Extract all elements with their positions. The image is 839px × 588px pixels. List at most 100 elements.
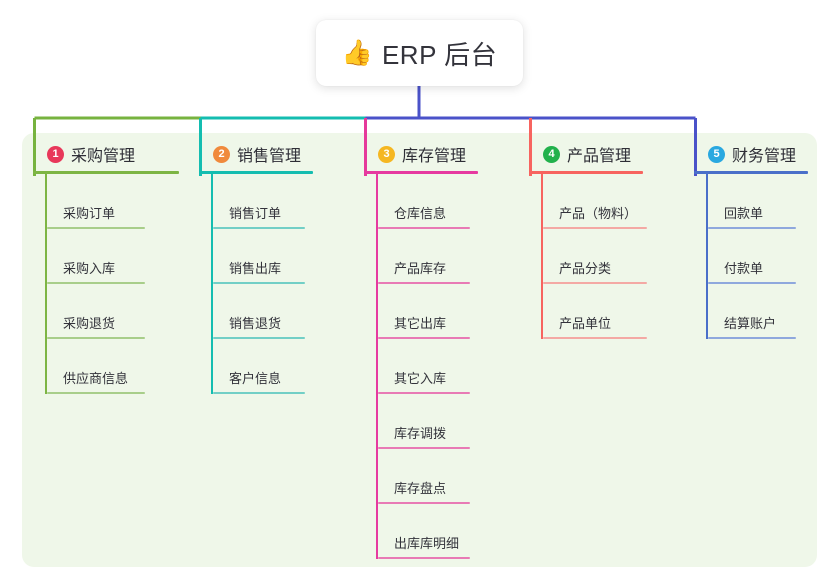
leaf-label: 供应商信息 xyxy=(63,371,129,386)
leaf-label: 其它入库 xyxy=(394,371,447,386)
leaf-item[interactable]: 产品（物料） xyxy=(543,174,647,229)
leaf-label: 采购入库 xyxy=(63,261,116,276)
column-title: 采购管理 xyxy=(71,148,136,165)
column-5: 5 财务管理回款单付款单结算账户 xyxy=(694,140,808,339)
leaf-rule xyxy=(543,227,647,229)
column-badge: 3 xyxy=(378,145,395,163)
leaf-rule xyxy=(708,282,796,284)
leaf-item[interactable]: 结算账户 xyxy=(708,284,796,339)
column-title: 库存管理 xyxy=(402,148,467,165)
leaf-label: 产品（物料） xyxy=(559,206,638,221)
leaf-label: 采购订单 xyxy=(63,206,116,221)
branch-spine xyxy=(706,174,708,339)
leaf-label: 付款单 xyxy=(724,261,764,276)
column-header[interactable]: 1 采购管理 xyxy=(33,140,179,168)
leaf-label: 仓库信息 xyxy=(394,206,447,221)
leaf-rule xyxy=(47,282,145,284)
leaf-rule xyxy=(378,502,470,504)
branch-spine xyxy=(376,174,378,559)
leaf-label: 结算账户 xyxy=(724,316,777,331)
column-header[interactable]: 5 财务管理 xyxy=(694,140,808,168)
leaf-label: 销售出库 xyxy=(229,261,282,276)
column-rule xyxy=(199,171,313,174)
leaf-rule xyxy=(378,337,470,339)
leaf-list: 采购订单采购入库采购退货供应商信息 xyxy=(33,174,179,394)
leaf-label: 产品库存 xyxy=(394,261,447,276)
column-badge: 5 xyxy=(708,145,725,163)
column-rule xyxy=(33,171,179,174)
diagram-panel xyxy=(22,133,817,567)
column-3: 3 库存管理仓库信息产品库存其它出库其它入库库存调拨库存盘点出库库明细 xyxy=(364,140,478,559)
thumbs-up-icon: 👍 xyxy=(341,38,373,67)
column-4: 4 产品管理产品（物料） 产品分类产品单位 xyxy=(529,140,647,339)
leaf-rule xyxy=(213,337,305,339)
leaf-item[interactable]: 供应商信息 xyxy=(47,339,145,394)
leaf-item[interactable]: 产品分类 xyxy=(543,229,647,284)
leaf-item[interactable]: 产品单位 xyxy=(543,284,647,339)
leaf-rule xyxy=(378,227,470,229)
column-rule xyxy=(364,171,478,174)
column-badge: 2 xyxy=(213,145,230,163)
leaf-rule xyxy=(708,227,796,229)
column-title: 产品管理 xyxy=(567,148,632,165)
leaf-item[interactable]: 仓库信息 xyxy=(378,174,470,229)
leaf-item[interactable]: 销售出库 xyxy=(213,229,305,284)
leaf-item[interactable]: 其它出库 xyxy=(378,284,470,339)
leaf-list: 仓库信息产品库存其它出库其它入库库存调拨库存盘点出库库明细 xyxy=(364,174,478,559)
column-title: 财务管理 xyxy=(732,148,797,165)
leaf-label: 采购退货 xyxy=(63,316,116,331)
leaf-item[interactable]: 采购入库 xyxy=(47,229,145,284)
leaf-item[interactable]: 付款单 xyxy=(708,229,796,284)
leaf-item[interactable]: 销售退货 xyxy=(213,284,305,339)
branch-spine xyxy=(541,174,543,339)
leaf-label: 库存盘点 xyxy=(394,481,447,496)
leaf-label: 其它出库 xyxy=(394,316,447,331)
leaf-item[interactable]: 销售订单 xyxy=(213,174,305,229)
leaf-rule xyxy=(47,392,145,394)
leaf-rule xyxy=(213,227,305,229)
leaf-item[interactable]: 出库库明细 xyxy=(378,504,470,559)
column-rule xyxy=(529,171,643,174)
column-badge: 1 xyxy=(47,145,64,163)
column-header[interactable]: 4 产品管理 xyxy=(529,140,643,168)
leaf-label: 产品分类 xyxy=(559,261,612,276)
leaf-label: 库存调拨 xyxy=(394,426,447,441)
leaf-rule xyxy=(378,282,470,284)
leaf-rule xyxy=(708,337,796,339)
root-node[interactable]: 👍 ERP 后台 xyxy=(316,20,523,86)
leaf-rule xyxy=(378,557,470,559)
leaf-rule xyxy=(378,447,470,449)
leaf-label: 产品单位 xyxy=(559,316,612,331)
leaf-label: 客户信息 xyxy=(229,371,282,386)
leaf-rule xyxy=(378,392,470,394)
page-title: ERP 后台 xyxy=(381,39,498,70)
column-header[interactable]: 2 销售管理 xyxy=(199,140,313,168)
leaf-list: 销售订单销售出库销售退货客户信息 xyxy=(199,174,313,394)
branch-spine xyxy=(211,174,213,394)
leaf-label: 销售退货 xyxy=(229,316,282,331)
leaf-list: 回款单付款单结算账户 xyxy=(694,174,808,339)
leaf-label: 回款单 xyxy=(724,206,764,221)
column-header[interactable]: 3 库存管理 xyxy=(364,140,478,168)
column-badge: 4 xyxy=(543,145,560,163)
leaf-list: 产品（物料） 产品分类产品单位 xyxy=(529,174,647,339)
branch-spine xyxy=(45,174,47,394)
leaf-rule xyxy=(47,337,145,339)
leaf-item[interactable]: 产品库存 xyxy=(378,229,470,284)
leaf-item[interactable]: 采购订单 xyxy=(47,174,145,229)
leaf-label: 销售订单 xyxy=(229,206,282,221)
leaf-item[interactable]: 库存盘点 xyxy=(378,449,470,504)
leaf-item[interactable]: 回款单 xyxy=(708,174,796,229)
leaf-rule xyxy=(213,282,305,284)
column-rule xyxy=(694,171,808,174)
leaf-rule xyxy=(543,337,647,339)
leaf-item[interactable]: 库存调拨 xyxy=(378,394,470,449)
column-1: 1 采购管理采购订单采购入库采购退货供应商信息 xyxy=(33,140,179,394)
leaf-item[interactable]: 采购退货 xyxy=(47,284,145,339)
leaf-item[interactable]: 其它入库 xyxy=(378,339,470,394)
leaf-rule xyxy=(543,282,647,284)
leaf-rule xyxy=(213,392,305,394)
column-title: 销售管理 xyxy=(237,148,302,165)
leaf-item[interactable]: 客户信息 xyxy=(213,339,305,394)
leaf-rule xyxy=(47,227,145,229)
